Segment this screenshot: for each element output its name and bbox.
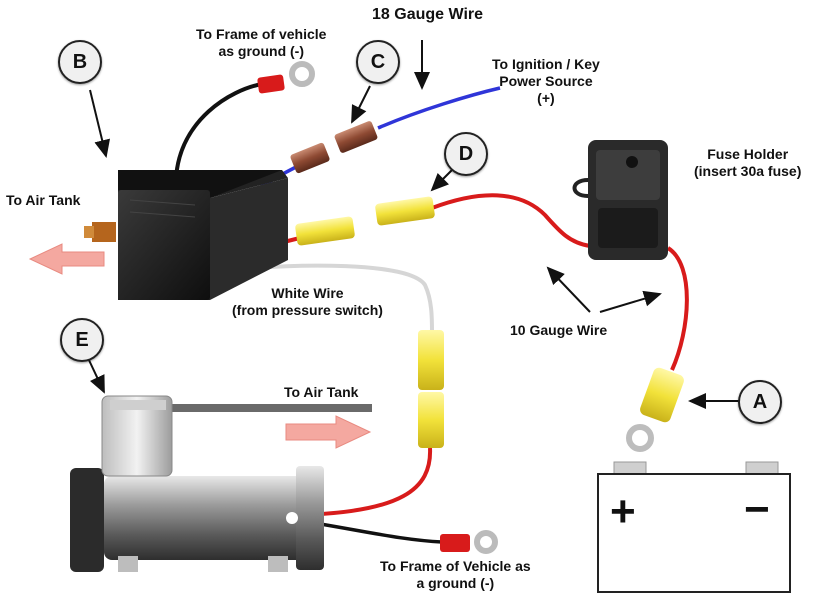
label-fuse-holder: Fuse Holder (insert 30a fuse) [694, 146, 801, 180]
battery-ring-terminal [626, 367, 684, 452]
label-white-wire-line1: White Wire [271, 285, 344, 301]
air-compressor [70, 395, 324, 572]
ignition-butt-connector [290, 121, 378, 174]
battery-minus-symbol: − [744, 485, 770, 534]
label-10-gauge-wire: 10 Gauge Wire [510, 322, 608, 338]
label-frame-ground-top-line1: To Frame of vehicle [196, 26, 327, 42]
label-18-gauge-wire: 18 Gauge Wire [372, 6, 484, 23]
label-ignition-line3: (+) [537, 90, 555, 106]
label-frame-ground-bottom-line1: To Frame of Vehicle as [380, 558, 531, 574]
pointer-d [430, 169, 453, 192]
fuse-input-wire-red [431, 193, 591, 248]
battery-wire-red [666, 246, 689, 371]
compressor-wire-red [299, 447, 433, 517]
label-fuse-holder-line2: (insert 30a fuse) [694, 163, 802, 179]
label-ignition-source: To Ignition / Key Power Source (+) [492, 56, 600, 107]
fuse-holder [572, 140, 668, 260]
label-fuse-holder-line1: Fuse Holder [707, 146, 789, 162]
air-tank-arrow-right [285, 415, 372, 449]
top-ground-ring-terminal [257, 61, 315, 94]
battery-plus-symbol: + [610, 487, 636, 536]
callout-b: B [58, 40, 102, 84]
pointer-10gauge-right [599, 290, 662, 313]
label-ignition-line1: To Ignition / Key [492, 56, 600, 72]
label-frame-ground-bottom-line2: a ground (-) [416, 575, 495, 591]
callout-c: C [356, 40, 400, 84]
label-frame-ground-top: To Frame of vehicle as ground (-) [196, 26, 326, 60]
label-to-air-tank-compressor: To Air Tank [284, 384, 359, 400]
label-white-wire-line2: (from pressure switch) [232, 302, 383, 318]
relay-box [118, 170, 288, 300]
label-white-wire: White Wire (from pressure switch) [232, 285, 383, 319]
label-to-air-tank-relay: To Air Tank [6, 192, 81, 208]
callout-a: A [738, 380, 782, 424]
power-spade-connector [295, 196, 435, 246]
pointer-e [87, 357, 105, 394]
callout-e: E [60, 318, 104, 362]
label-frame-ground-top-line2: as ground (-) [218, 43, 304, 59]
label-ignition-line2: Power Source [499, 73, 593, 89]
relay-brass-fitting [84, 222, 116, 242]
air-tank-arrow-left [28, 243, 105, 275]
pointer-b [89, 89, 111, 158]
battery [597, 461, 791, 593]
bottom-ground-ring-terminal [440, 530, 498, 554]
pointer-c [351, 85, 371, 124]
white-wire-spade-connector [418, 330, 444, 448]
label-frame-ground-bottom: To Frame of Vehicle as a ground (-) [380, 558, 531, 592]
relay-ground-wire [174, 82, 263, 179]
air-line [168, 404, 372, 412]
callout-d: D [444, 132, 488, 176]
pointer-10gauge-left [546, 266, 591, 313]
